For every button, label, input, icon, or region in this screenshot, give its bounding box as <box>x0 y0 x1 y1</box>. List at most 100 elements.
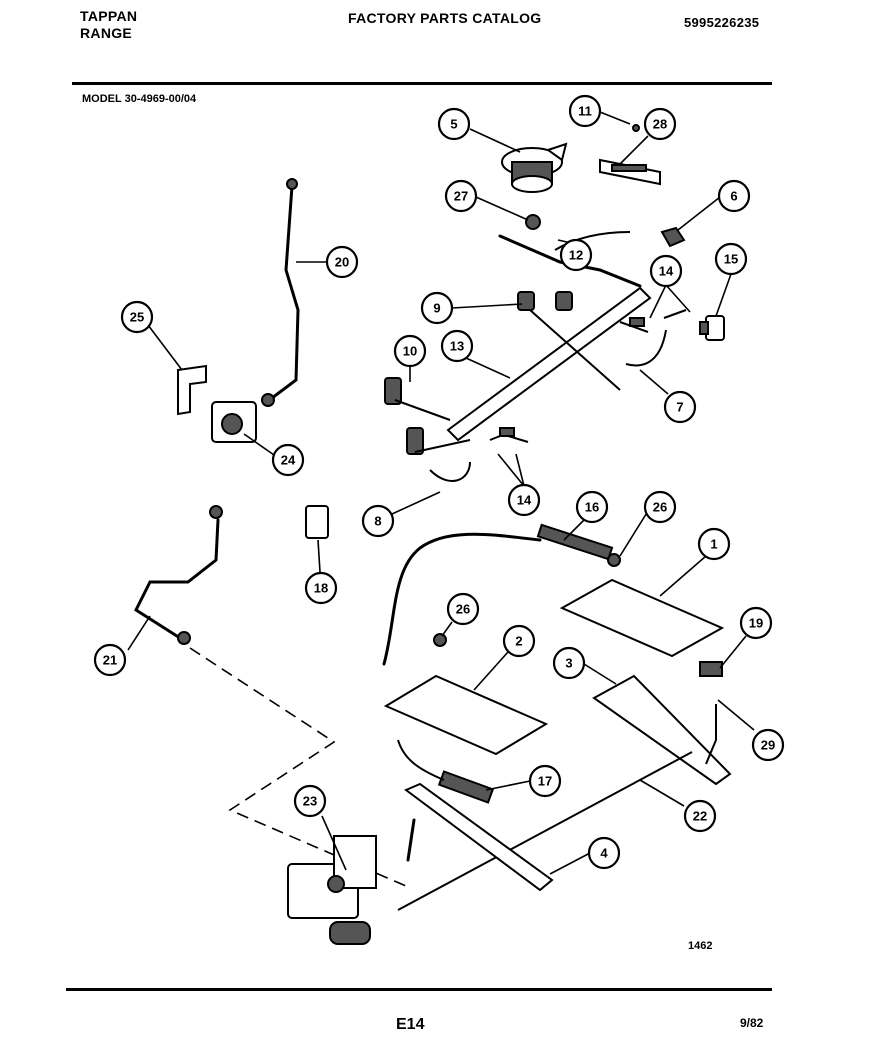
callout-3: 3 <box>552 646 586 680</box>
callout-26-bottom: 26 <box>446 592 480 626</box>
thermocouple-16 <box>382 532 542 666</box>
callout-label-14-top: 14 <box>659 264 674 279</box>
callout-label-18: 18 <box>314 581 328 596</box>
callout-5: 5 <box>437 107 471 141</box>
drawing-number: 1462 <box>688 940 713 952</box>
callout-label-24: 24 <box>281 453 296 468</box>
callout-label-13: 13 <box>450 339 464 354</box>
part-19 <box>699 661 723 677</box>
manifold-13 <box>446 286 652 442</box>
callout-10: 10 <box>393 334 427 368</box>
callout-label-9: 9 <box>433 301 440 316</box>
callout-18: 18 <box>304 571 338 605</box>
callout-28: 28 <box>643 107 677 141</box>
line-22 <box>397 751 693 911</box>
callout-label-29: 29 <box>761 738 775 753</box>
callout-14-bottom: 14 <box>507 483 541 517</box>
spark-electrodes <box>489 309 687 443</box>
bracket-25 <box>177 364 207 416</box>
callout-2: 2 <box>502 624 536 658</box>
callout-17: 17 <box>528 764 562 798</box>
callout-23: 23 <box>293 784 327 818</box>
callout-15: 15 <box>714 242 748 276</box>
callout-13: 13 <box>440 329 474 363</box>
callout-19: 19 <box>739 606 773 640</box>
callout-label-22: 22 <box>693 809 707 824</box>
callout-29: 29 <box>751 728 785 762</box>
callout-7: 7 <box>663 390 697 424</box>
orifice-27 <box>525 214 541 230</box>
callout-label-12: 12 <box>569 248 583 263</box>
tube-20 <box>270 184 300 400</box>
callout-6: 6 <box>717 179 751 213</box>
oven-burner-4 <box>404 782 554 892</box>
tube-21 <box>134 518 220 640</box>
callout-label-25: 25 <box>130 310 144 325</box>
catalog-title: FACTORY PARTS CATALOG <box>348 10 542 26</box>
oven-valve-23 <box>287 835 377 945</box>
part-drawings <box>134 124 732 945</box>
callout-24: 24 <box>271 443 305 477</box>
bracket-3 <box>592 674 732 786</box>
callout-label-11: 11 <box>578 104 592 119</box>
callout-label-5: 5 <box>450 117 457 132</box>
thermostat-24 <box>211 401 257 443</box>
callout-8: 8 <box>361 504 395 538</box>
callout-label-17: 17 <box>538 774 552 789</box>
igniter-module-15 <box>699 315 725 341</box>
tube-12 <box>554 231 631 251</box>
header-rule <box>72 82 772 85</box>
callout-label-6: 6 <box>730 189 737 204</box>
callout-label-1: 1 <box>710 537 717 552</box>
callout-26-top: 26 <box>643 490 677 524</box>
callout-27: 27 <box>444 179 478 213</box>
igniter-17 <box>437 770 495 804</box>
callout-label-7: 7 <box>676 400 683 415</box>
wire-8 <box>429 461 471 482</box>
callout-label-14-bottom: 14 <box>517 493 532 508</box>
callout-label-10: 10 <box>403 344 417 359</box>
part-29 <box>705 704 717 765</box>
brand-line-1: TAPPAN <box>80 8 138 24</box>
callout-label-4: 4 <box>600 846 608 861</box>
callout-label-26-top: 26 <box>653 500 667 515</box>
callout-label-19: 19 <box>749 616 763 631</box>
callout-1: 1 <box>697 527 731 561</box>
page-number: E14 <box>396 1016 425 1033</box>
leader-lines <box>127 111 755 875</box>
model-label: MODEL 30-4969-00/04 <box>82 93 197 105</box>
wire-7 <box>625 329 667 367</box>
callout-label-3: 3 <box>565 656 572 671</box>
clip-6 <box>660 226 686 248</box>
part-18 <box>305 505 329 539</box>
callout-label-2: 2 <box>515 634 522 649</box>
top-burner-head <box>501 142 568 193</box>
brand-line-2: RANGE <box>80 25 133 41</box>
callout-label-21: 21 <box>103 653 117 668</box>
footer-rule <box>66 988 772 991</box>
callout-21: 21 <box>93 643 127 677</box>
burner-valves <box>384 291 621 455</box>
callout-9: 9 <box>420 291 454 325</box>
callout-25: 25 <box>120 300 154 334</box>
catalog-number: 5995226235 <box>684 15 760 30</box>
callout-label-23: 23 <box>303 794 317 809</box>
burner-1 <box>559 578 725 658</box>
callout-4: 4 <box>587 836 621 870</box>
callout-12: 12 <box>559 238 593 272</box>
callout-11: 11 <box>568 94 602 128</box>
callout-label-16: 16 <box>585 500 599 515</box>
callout-14-top: 14 <box>649 254 683 288</box>
callout-label-15: 15 <box>724 252 738 267</box>
callout-label-26-bottom: 26 <box>456 602 470 617</box>
catalog-date: 9/82 <box>740 1016 764 1030</box>
callout-20: 20 <box>325 245 359 279</box>
callout-label-8: 8 <box>374 514 381 529</box>
callout-bubbles: 5 11 28 27 6 12 20 14 15 25 9 10 13 7 24… <box>93 94 785 870</box>
nut-26-b <box>433 633 447 647</box>
callout-22: 22 <box>683 799 717 833</box>
nut-26-a <box>607 553 621 567</box>
brand-title: TAPPAN RANGE <box>80 8 137 42</box>
callout-label-27: 27 <box>454 189 468 204</box>
